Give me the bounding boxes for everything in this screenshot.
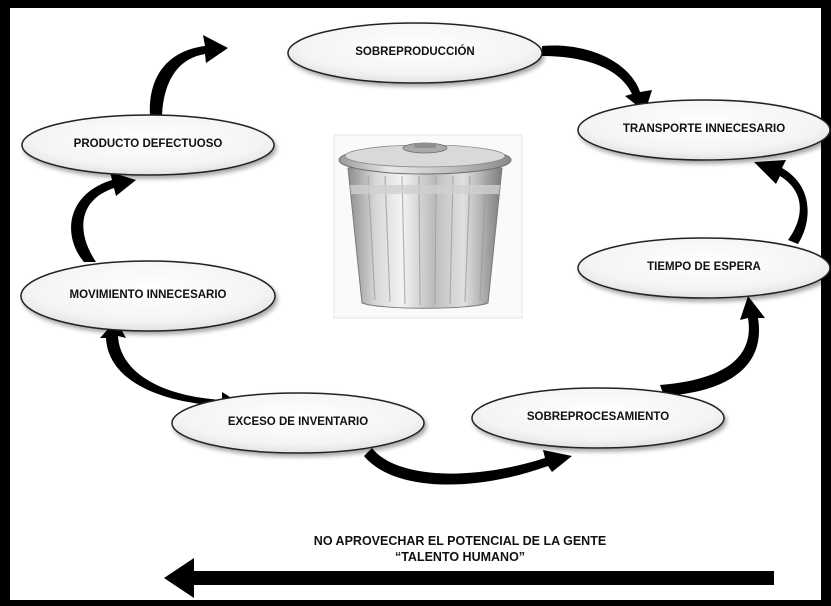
trash-can-icon: [333, 134, 523, 319]
ellipse-sobreprocesamiento: [471, 387, 725, 449]
arrow-sobreprocesamiento-to-tiempo: [660, 296, 765, 396]
arrow-sobreproduccion-to-transporte: [542, 45, 652, 112]
node-sobreproduccion: SOBREPRODUCCIÓN: [355, 46, 475, 59]
footer-text: NO APROVECHAR EL POTENCIAL DE LA GENTE “…: [220, 534, 700, 565]
ellipse-defectuoso: [21, 114, 275, 176]
node-ellipses: [20, 22, 831, 454]
arrow-exceso-to-sobreprocesamiento: [364, 448, 572, 485]
ellipse-transporte: [577, 99, 831, 161]
node-tiempo-de-espera: TIEMPO DE ESPERA: [647, 261, 761, 274]
ellipse-exceso: [171, 392, 425, 454]
arrow-tiempo-to-transporte: [754, 160, 808, 244]
node-sobreprocesamiento: SOBREPROCESAMIENTO: [526, 411, 670, 424]
ellipse-tiempo: [577, 237, 831, 299]
footer-line-2: “TALENTO HUMANO”: [394, 549, 526, 564]
node-transporte-innecesario: TRANSPORTE INNECESARIO: [622, 123, 786, 136]
node-exceso-de-inventario: EXCESO DE INVENTARIO: [227, 416, 369, 429]
ellipse-sobreproduccion: [287, 22, 543, 84]
arrow-movimiento-to-defectuoso: [71, 172, 136, 262]
footer-line-1: NO APROVECHAR EL POTENCIAL DE LA GENTE: [313, 534, 607, 548]
talent-arrow: [164, 558, 774, 598]
node-movimiento-innecesario: MOVIMIENTO INNECESARIO: [69, 289, 227, 302]
arrow-defectuoso-to-sobreproduccion: [149, 35, 228, 115]
arrow-movimiento-to-exceso: [100, 320, 238, 412]
node-producto-defectuoso: PRODUCTO DEFECTUOSO: [73, 138, 223, 151]
ellipse-movimiento: [20, 260, 276, 332]
